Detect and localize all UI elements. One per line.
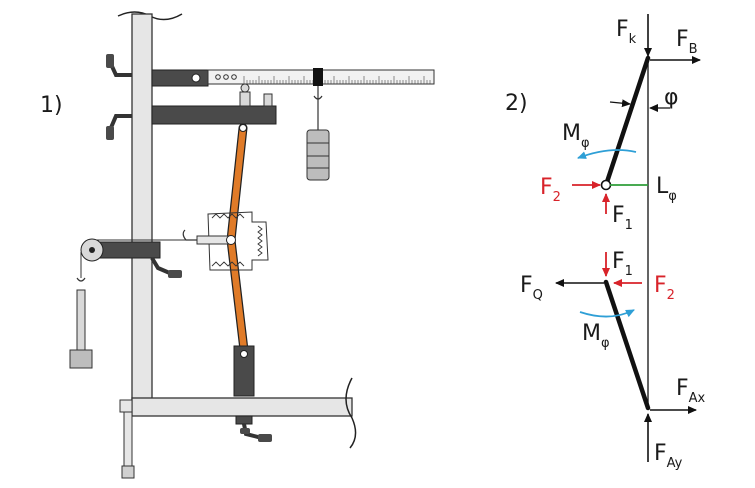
pulley-clamp-lever — [150, 256, 173, 276]
fax-label: FAx — [676, 376, 706, 406]
mphi-top-label: Mφ — [562, 121, 590, 151]
base-plate — [131, 397, 353, 417]
scale-rider — [313, 68, 323, 86]
force-labels: Fk FB φ Mφ F2 Lφ F1 F1 FQ F2 Mφ FAx FAy — [520, 17, 706, 471]
foot-bracket — [119, 399, 133, 413]
lower-member — [603, 279, 651, 411]
hanging-weight — [69, 349, 93, 369]
panel-2-label: 2) — [505, 91, 528, 116]
pulley-clamp — [99, 241, 161, 259]
mphi-bottom-label: Mφ — [582, 321, 610, 351]
panel-1-label: 1) — [40, 93, 63, 118]
fb-label: FB — [676, 27, 698, 57]
scale-ticks — [243, 76, 431, 84]
foot-leg — [123, 411, 133, 469]
upper-rod — [227, 124, 247, 244]
spring-frame — [207, 211, 269, 271]
f1-top-label: F1 — [612, 203, 633, 233]
vertical-column — [131, 13, 153, 405]
base-break-line — [345, 377, 357, 449]
joint-hook — [182, 229, 197, 241]
lphi-label: Lφ — [656, 174, 677, 204]
moment-arc-bottom — [579, 309, 635, 318]
joint-node — [600, 179, 612, 191]
apparatus-drawing — [69, 11, 435, 479]
hanging-rod — [76, 289, 86, 351]
upper-member — [603, 55, 651, 188]
fq-label: FQ — [520, 273, 543, 303]
moment-arc-top — [577, 149, 637, 159]
f2-bottom-label: F2 — [654, 273, 675, 303]
bearing-block — [239, 91, 251, 107]
fk-label: Fk — [616, 17, 637, 47]
scale-hole — [231, 74, 237, 80]
joint-sleeve — [196, 235, 232, 245]
second-clamp-lever — [108, 114, 132, 131]
scale-hole — [223, 74, 229, 80]
free-body-diagram — [555, 14, 701, 462]
f2-top-label: F2 — [540, 175, 561, 205]
lower-rod — [227, 236, 248, 354]
foot-pad — [121, 465, 135, 479]
second-clamp-bar — [151, 105, 277, 125]
phi-arrow-left — [609, 99, 631, 108]
scale-hole — [215, 74, 221, 80]
weight-stack — [306, 129, 330, 181]
phi-label: φ — [664, 85, 679, 110]
fay-label: FAy — [654, 441, 683, 471]
f1-bottom-label: F1 — [612, 249, 633, 279]
middle-joint — [226, 235, 236, 245]
upper-clamp-hole — [191, 73, 201, 83]
lower-clamp — [233, 345, 255, 397]
